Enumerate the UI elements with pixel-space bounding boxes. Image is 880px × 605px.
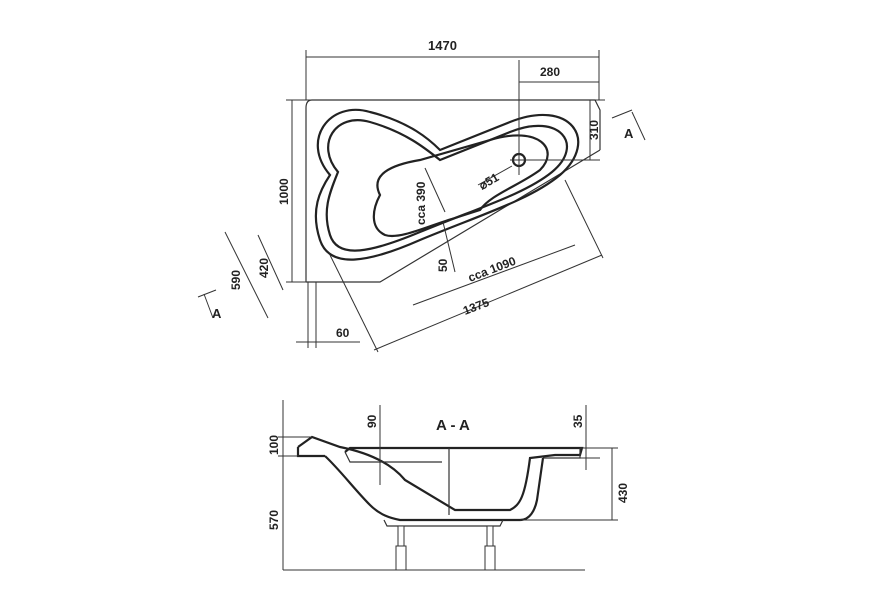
dim-outer-width-diag: 590: [229, 270, 243, 290]
dim-bottom-width: cca 390: [414, 181, 428, 225]
section-view: A - A: [283, 417, 585, 571]
section-marker-right: A: [624, 126, 634, 141]
tub-basin: [372, 134, 549, 238]
tub-rim-inner: [325, 119, 568, 252]
dim-corner-offset: 60: [336, 326, 350, 340]
dim-overall-width: 1470: [428, 38, 457, 53]
section-dimensions: 100 570 90 35 430: [267, 400, 630, 570]
section-title: A - A: [436, 417, 470, 434]
plan-dimensions: 1470 280 310 1000 590 420 60 ⌀51 cca 390: [197, 38, 646, 353]
dim-bottom-length: cca 1090: [466, 254, 518, 285]
leg-left: [395, 525, 407, 571]
dim-seat-depth: 90: [365, 414, 379, 428]
dim-drain-offset-y: 310: [587, 120, 601, 140]
plan-view: [305, 60, 601, 283]
dim-overall-length-diag: 1375: [461, 295, 491, 318]
dim-inner-depth: 430: [616, 483, 630, 503]
dim-inner-width-diag: 420: [257, 258, 271, 278]
dim-rim-height-left: 100: [267, 435, 281, 455]
dim-step: 50: [436, 258, 450, 272]
tub-section-profile: [297, 435, 584, 512]
dim-base-height: 570: [267, 510, 281, 530]
section-marker-left: A: [212, 306, 222, 321]
dim-overall-depth: 1000: [277, 178, 291, 205]
leg-right: [484, 525, 496, 571]
dim-rim-thickness: 35: [571, 414, 585, 428]
tub-rim-outer: [314, 108, 580, 261]
dim-drain-offset-x: 280: [540, 65, 560, 79]
